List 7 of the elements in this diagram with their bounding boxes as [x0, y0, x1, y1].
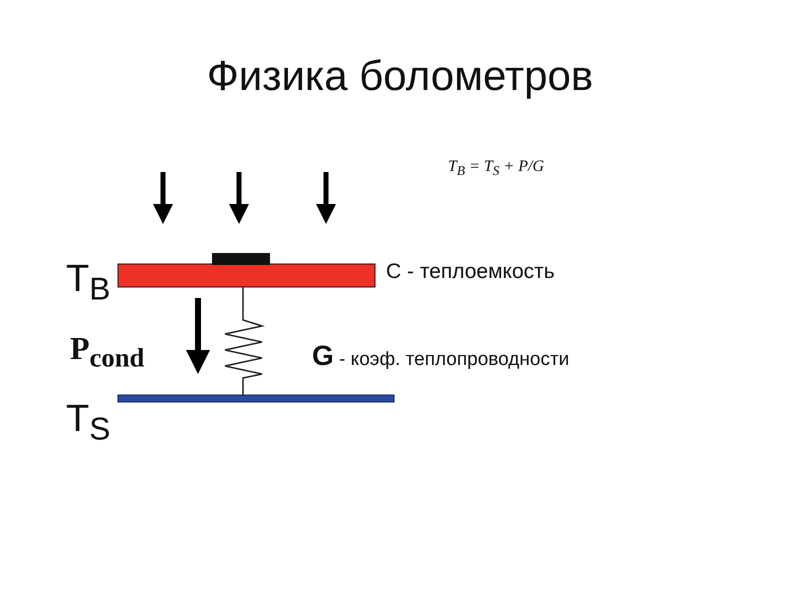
label-text: G - коэф. теплопроводности [312, 340, 570, 372]
label-text: C - теплоемкость [386, 260, 555, 284]
title: Физика болометров [206, 52, 594, 100]
formula: T$_{B}$ = T$_{S}$ + P/G [448, 158, 544, 180]
symbol-label: T$_{S}$ [66, 398, 110, 448]
symbol-label: T$_{B}$ [66, 258, 110, 308]
symbol-label: P$_{cond}$ [70, 330, 144, 374]
